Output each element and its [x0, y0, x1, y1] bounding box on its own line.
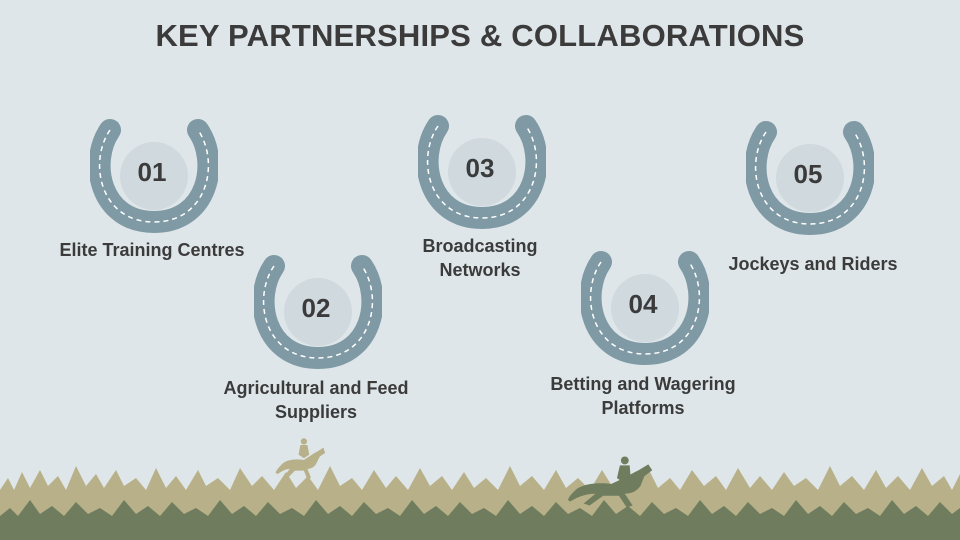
horse-rider-icon [567, 456, 653, 508]
horseshoe-icon [746, 121, 874, 236]
page-title: KEY PARTNERSHIPS & COLLABORATIONS [155, 18, 805, 53]
item-number: 02 [301, 292, 331, 323]
item-number: 04 [628, 288, 658, 319]
horseshoe-icon [581, 251, 709, 366]
item-label: Betting and Wagering Platforms [550, 374, 736, 418]
item-label: Agricultural and Feed Suppliers [223, 378, 409, 422]
item-number: 03 [465, 152, 495, 183]
horseshoe-icon [418, 115, 546, 230]
item-label: Elite Training Centres [59, 240, 245, 260]
horseshoe-icon [254, 255, 382, 370]
item-label: Broadcasting Networks [422, 236, 538, 280]
horse-rider-icon [275, 438, 326, 480]
horseshoe-icon [90, 119, 218, 234]
item-number: 05 [793, 158, 823, 189]
item-label: Jockeys and Riders [728, 254, 898, 274]
item-number: 01 [137, 156, 167, 187]
